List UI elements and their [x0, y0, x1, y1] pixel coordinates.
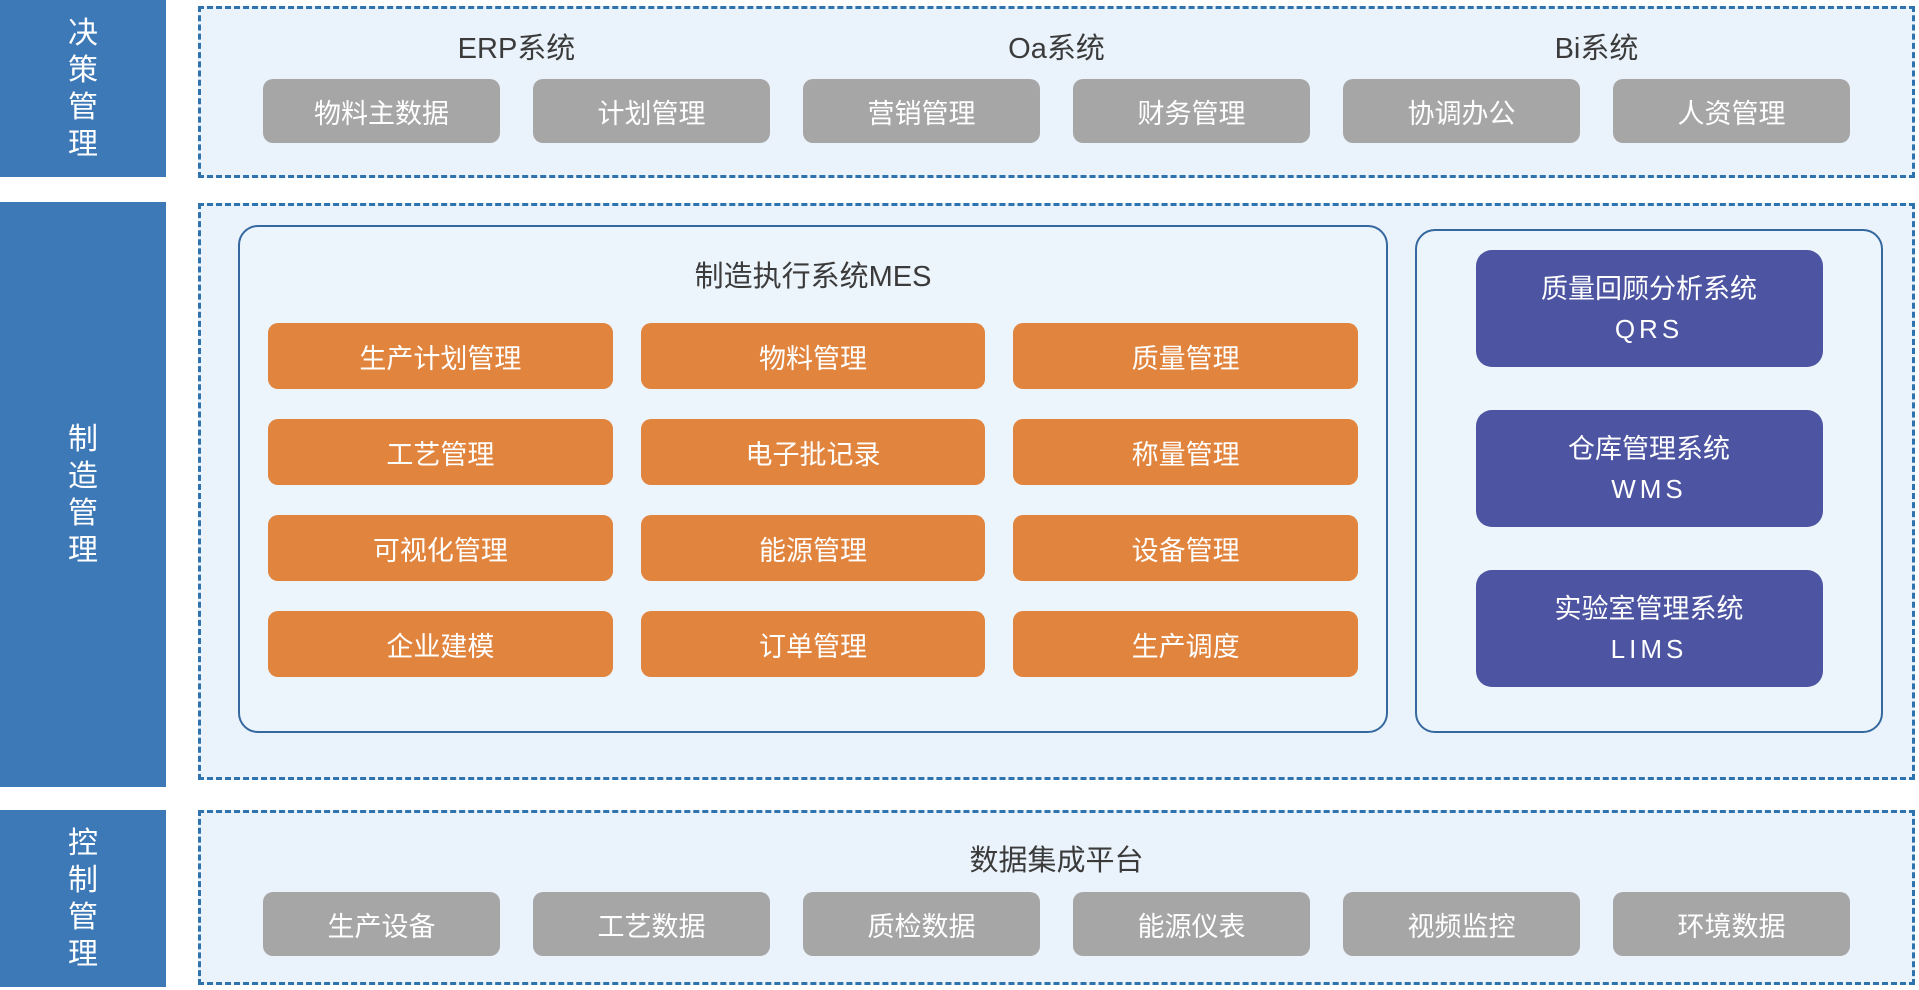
bi-group-blocks: 协调办公 人资管理	[1343, 79, 1850, 143]
band-decision-management: 决 策 管 理	[0, 0, 166, 177]
block-lims-system: 实验室管理系统 LIMS	[1475, 570, 1823, 687]
oa-group-title: Oa系统	[1008, 33, 1105, 65]
block-energy-management: 能源管理	[640, 515, 986, 581]
decision-groups: ERP系统 物料主数据 计划管理 Oa系统 营销管理 财务管理 Bi系统 协调办…	[263, 29, 1850, 143]
control-blocks: 生产设备 工艺数据 质检数据 能源仪表 视频监控 环境数据	[263, 892, 1850, 956]
mes-title: 制造执行系统MES	[694, 261, 932, 293]
block-wms-system: 仓库管理系统 WMS	[1475, 410, 1823, 527]
block-visualization-management: 可视化管理	[268, 515, 613, 581]
data-integration-platform-title: 数据集成平台	[969, 845, 1144, 877]
block-video-surveillance: 视频监控	[1343, 892, 1580, 956]
erp-group: ERP系统 物料主数据 计划管理	[263, 29, 770, 143]
block-finance-management: 财务管理	[1073, 79, 1310, 143]
qrs-acronym: QRS	[1614, 313, 1684, 344]
block-quality-inspection-data: 质检数据	[803, 892, 1040, 956]
oa-group-blocks: 营销管理 财务管理	[803, 79, 1310, 143]
block-environment-data: 环境数据	[1613, 892, 1850, 956]
erp-group-blocks: 物料主数据 计划管理	[263, 79, 770, 143]
block-production-equipment: 生产设备	[263, 892, 500, 956]
band-decision-label: 决 策 管 理	[68, 16, 98, 161]
block-collaborative-office: 协调办公	[1343, 79, 1580, 143]
block-process-management: 工艺管理	[268, 419, 613, 485]
decision-section: ERP系统 物料主数据 计划管理 Oa系统 营销管理 财务管理 Bi系统 协调办…	[198, 6, 1915, 178]
wms-acronym: WMS	[1611, 473, 1687, 504]
band-manufacturing-management: 制 造 管 理	[0, 202, 166, 787]
side-systems-container: 质量回顾分析系统 QRS 仓库管理系统 WMS 实验室管理系统 LIMS	[1415, 229, 1883, 733]
block-enterprise-modeling: 企业建模	[268, 611, 613, 677]
block-quality-management: 质量管理	[1013, 323, 1358, 389]
erp-group-title: ERP系统	[457, 33, 576, 65]
block-production-plan-management: 生产计划管理	[268, 323, 613, 389]
block-order-management: 订单管理	[640, 611, 986, 677]
block-energy-meter: 能源仪表	[1073, 892, 1310, 956]
mes-container: 制造执行系统MES 生产计划管理 物料管理 质量管理 工艺管理 电子批记录 称量…	[238, 225, 1388, 733]
band-control-label: 控 制 管 理	[68, 826, 98, 971]
block-qrs-system: 质量回顾分析系统 QRS	[1475, 250, 1823, 367]
mes-grid: 生产计划管理 物料管理 质量管理 工艺管理 电子批记录 称量管理 可视化管理 能…	[268, 323, 1358, 677]
block-marketing-management: 营销管理	[803, 79, 1040, 143]
manufacturing-section: 制造执行系统MES 生产计划管理 物料管理 质量管理 工艺管理 电子批记录 称量…	[198, 203, 1915, 780]
block-electronic-batch-record: 电子批记录	[640, 419, 986, 485]
control-section: 数据集成平台 生产设备 工艺数据 质检数据 能源仪表 视频监控 环境数据	[198, 810, 1915, 985]
block-hr-management: 人资管理	[1613, 79, 1850, 143]
oa-group: Oa系统 营销管理 财务管理	[803, 29, 1310, 143]
wms-name: 仓库管理系统	[1568, 433, 1730, 464]
block-weighing-management: 称量管理	[1013, 419, 1358, 485]
block-material-master-data: 物料主数据	[263, 79, 500, 143]
block-plan-management: 计划管理	[533, 79, 770, 143]
block-process-data: 工艺数据	[533, 892, 770, 956]
bi-group-title: Bi系统	[1554, 33, 1639, 65]
block-material-management: 物料管理	[640, 323, 986, 389]
band-control-management: 控 制 管 理	[0, 810, 166, 987]
lims-name: 实验室管理系统	[1554, 593, 1744, 624]
bi-group: Bi系统 协调办公 人资管理	[1343, 29, 1850, 143]
block-production-scheduling: 生产调度	[1013, 611, 1358, 677]
band-manufacturing-label: 制 造 管 理	[68, 422, 98, 567]
qrs-name: 质量回顾分析系统	[1541, 273, 1757, 304]
block-equipment-management: 设备管理	[1013, 515, 1358, 581]
lims-acronym: LIMS	[1610, 633, 1688, 664]
